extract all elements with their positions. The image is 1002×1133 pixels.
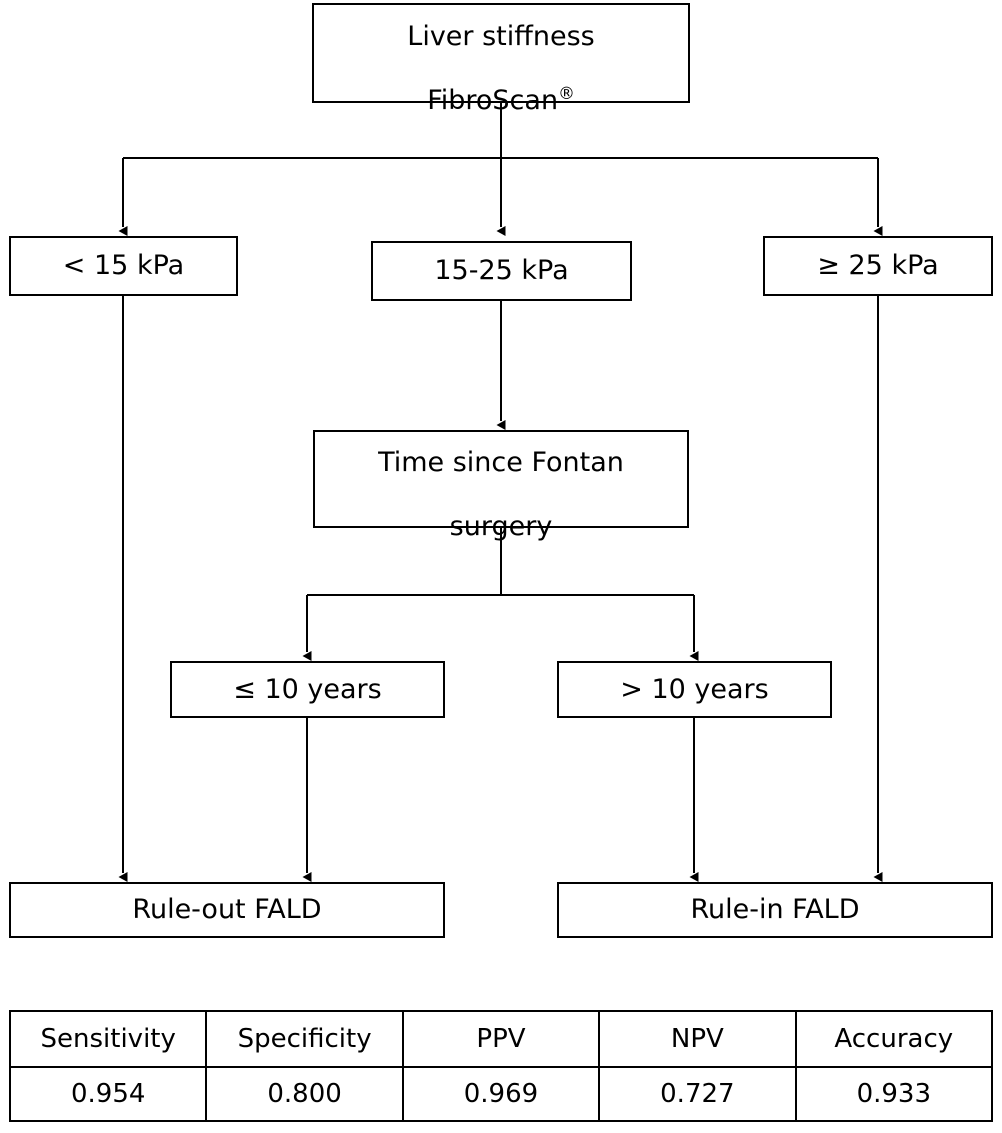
table-cell-specificity-value: 0.800 bbox=[205, 1066, 404, 1122]
node-time-since-fontan-label: Time since Fontan surgery bbox=[378, 415, 624, 542]
node-rule-out-fald-label: Rule-out FALD bbox=[132, 894, 322, 926]
node-years-low[interactable]: ≤ 10 years bbox=[170, 661, 445, 718]
table-header-accuracy: Accuracy bbox=[794, 1010, 994, 1068]
node-kpa-low-label: < 15 kPa bbox=[62, 250, 185, 282]
node-kpa-mid[interactable]: 15-25 kPa bbox=[371, 241, 632, 301]
node-years-high-label: > 10 years bbox=[620, 673, 769, 705]
table-cell-npv-value: 0.727 bbox=[598, 1066, 797, 1122]
node-kpa-mid-label: 15-25 kPa bbox=[434, 255, 569, 287]
table-header-specificity: Specificity bbox=[205, 1010, 404, 1068]
table-header-sensitivity: Sensitivity bbox=[8, 1010, 208, 1068]
table-header-row: Sensitivity Specificity PPV NPV Accuracy bbox=[8, 1010, 994, 1068]
table-row: 0.954 0.800 0.969 0.727 0.933 bbox=[8, 1066, 994, 1122]
performance-metrics-table: Sensitivity Specificity PPV NPV Accuracy… bbox=[8, 1010, 994, 1122]
node-liver-stiffness-label: Liver stiffness FibroScan® bbox=[407, 0, 594, 117]
node-years-low-label: ≤ 10 years bbox=[233, 673, 382, 705]
table-header-npv: NPV bbox=[598, 1010, 797, 1068]
node-liver-stiffness[interactable]: Liver stiffness FibroScan® bbox=[312, 3, 690, 116]
node-kpa-high-label: ≥ 25 kPa bbox=[817, 250, 939, 282]
node-rule-out-fald[interactable]: Rule-out FALD bbox=[9, 882, 445, 938]
table-cell-ppv-value: 0.969 bbox=[401, 1066, 601, 1122]
node-rule-in-fald[interactable]: Rule-in FALD bbox=[557, 882, 993, 938]
table-cell-sensitivity-value: 0.954 bbox=[8, 1066, 208, 1122]
table-cell-accuracy-value: 0.933 bbox=[794, 1066, 994, 1122]
fontan-line1: Time since Fontan bbox=[378, 447, 624, 479]
node-kpa-high[interactable]: ≥ 25 kPa bbox=[763, 236, 993, 296]
root-line2: FibroScan bbox=[427, 84, 559, 116]
table-header-ppv: PPV bbox=[401, 1010, 601, 1068]
fontan-line2: surgery bbox=[449, 510, 553, 542]
node-years-high[interactable]: > 10 years bbox=[557, 661, 832, 718]
registered-trademark-icon: ® bbox=[558, 82, 575, 103]
node-rule-in-fald-label: Rule-in FALD bbox=[690, 894, 860, 926]
node-time-since-fontan[interactable]: Time since Fontan surgery bbox=[313, 430, 689, 542]
root-line1: Liver stiffness bbox=[407, 21, 595, 53]
node-kpa-low[interactable]: < 15 kPa bbox=[9, 236, 238, 296]
